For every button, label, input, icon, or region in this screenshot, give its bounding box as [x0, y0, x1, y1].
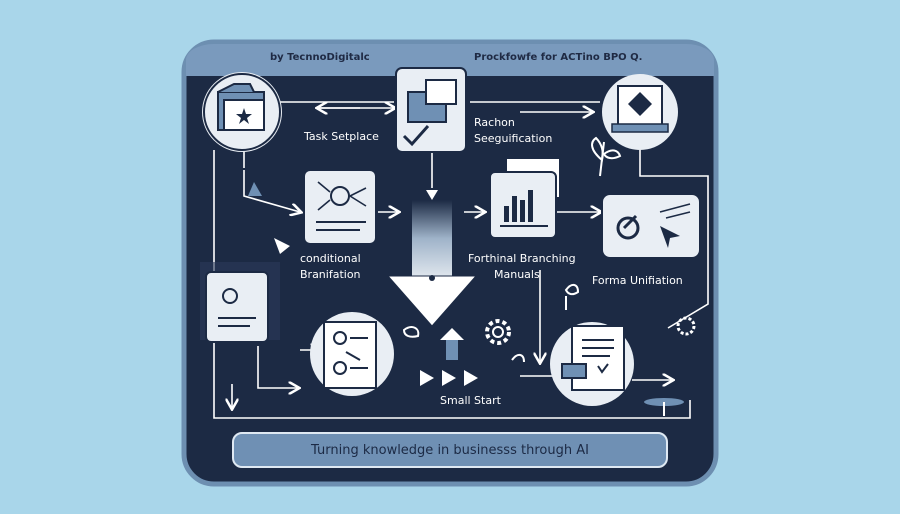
play-arrows: [420, 328, 478, 386]
monitor-node: [602, 74, 678, 150]
output-document-node: [550, 322, 634, 406]
task-label: Task Setplace: [304, 130, 379, 143]
conditional-label-2: Branifation: [300, 268, 361, 281]
small-start-label: Small Start: [440, 394, 501, 407]
cursor-icon: [660, 226, 680, 248]
bar-chart-icon: [500, 190, 548, 227]
conditional-node: [303, 169, 377, 245]
center-document-node: [395, 67, 467, 153]
profile-node: [200, 262, 280, 343]
center-top-label-1: Rachon: [474, 116, 515, 129]
small-gear-icon: [676, 316, 696, 336]
manuals-label-1: Forthinal Branching: [468, 252, 576, 265]
big-down-arrow: [386, 190, 478, 327]
footer-text: Turning knowledge in businesss through A…: [311, 442, 589, 458]
small-start-node: [310, 312, 394, 396]
task-node: [202, 72, 282, 152]
header-right-text: Prockfowfe for ACTino BPO Q.: [474, 52, 643, 63]
gear-icon: [485, 319, 511, 345]
stand-icon: [644, 398, 684, 416]
center-top-label-2: Seeguification: [474, 132, 553, 145]
star-icon: [236, 108, 252, 124]
diamond-icon: [628, 92, 652, 116]
header-left-text: by TecnnoDigitalc: [270, 52, 370, 63]
footer-banner: Turning knowledge in businesss through A…: [232, 432, 668, 468]
sparkle-icon: [248, 182, 290, 254]
forma-node: [601, 193, 701, 259]
conditional-label-1: conditional: [300, 252, 361, 265]
leaf-icon-lower: [402, 284, 580, 363]
forma-label: Forma Unifiation: [592, 274, 683, 287]
manuals-node: [489, 157, 561, 239]
leaf-icon: [591, 136, 622, 177]
check-icon: [402, 125, 430, 147]
manuals-label-2: Manuals: [494, 268, 540, 281]
